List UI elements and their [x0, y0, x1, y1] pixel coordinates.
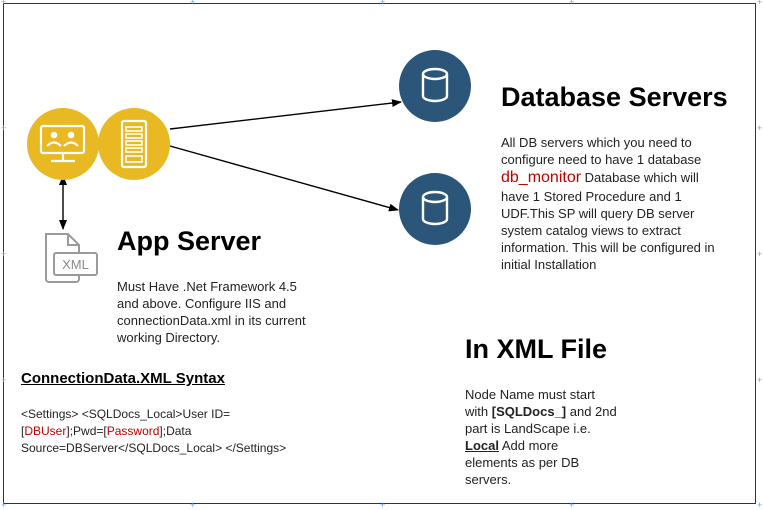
app-desc-line: and above. Configure IIS and	[117, 296, 287, 311]
database-servers-title: Database Servers	[501, 82, 728, 112]
xml-desc-line: Node Name must start	[465, 387, 596, 402]
syntax-title: ConnectionData.XML Syntax	[21, 370, 225, 387]
selection-handle: +	[757, 0, 763, 7]
xml-file-label: XML	[62, 257, 89, 272]
selection-handle: +	[1, 123, 7, 133]
db-desc-line: UDF.This SP will query DB server	[501, 206, 695, 221]
selection-handle: +	[380, 500, 386, 510]
syntax-body: <Settings> <SQLDocs_Local>User ID= [DBUs…	[21, 406, 341, 457]
selection-handle: +	[380, 0, 386, 7]
xml-desc-line: Local Add more	[465, 438, 559, 453]
selection-handle: +	[757, 123, 763, 133]
syntax-line: [DBUser];Pwd=[Password];Data	[21, 424, 192, 438]
selection-handle: +	[1, 375, 7, 385]
selection-handle: +	[190, 0, 196, 7]
arrow-app-to-db1	[169, 99, 402, 130]
syntax-dbuser: DBUser	[24, 424, 67, 438]
db-desc-line: system catalog views to extract	[501, 223, 681, 238]
selection-handle: +	[569, 500, 575, 510]
xml-file-title: In XML File	[465, 334, 608, 364]
app-desc-line: Must Have .Net Framework 4.5	[117, 279, 297, 294]
database-servers-description: All DB servers which you need to configu…	[501, 134, 751, 273]
xml-local-keyword: Local	[465, 438, 499, 453]
app-desc-line: connectionData.xml in its current	[117, 313, 306, 328]
db-desc-line: All DB servers which you need to	[501, 135, 692, 150]
db-desc-line: db_monitor Database which will	[501, 169, 699, 186]
xml-file-icon: XML	[45, 233, 98, 283]
xml-desc-line: elements as per DB	[465, 455, 580, 470]
selection-handle: +	[1, 249, 7, 259]
xml-desc-line: part is LandScape i.e.	[465, 421, 591, 436]
selection-handle: +	[757, 375, 763, 385]
selection-handle: +	[757, 500, 763, 510]
diagram-frame	[3, 3, 756, 504]
database-2-icon	[399, 173, 471, 245]
app-desc-line: working Directory.	[117, 330, 221, 345]
app-server-description: Must Have .Net Framework 4.5 and above. …	[117, 278, 347, 346]
arrow-app-to-db2	[169, 145, 399, 212]
selection-handle: +	[757, 249, 763, 259]
xml-desc-line: with [SQLDocs_] and 2nd	[465, 404, 617, 419]
selection-handle: +	[190, 500, 196, 510]
xml-file-description: Node Name must start with [SQLDocs_] and…	[465, 386, 665, 488]
db-desc-line: configure need to have 1 database	[501, 152, 702, 167]
syntax-line: <Settings> <SQLDocs_Local>User ID=	[21, 407, 231, 421]
xml-sqldocs-prefix: [SQLDocs_]	[491, 404, 567, 419]
selection-handle: +	[569, 0, 575, 7]
xml-desc-line: servers.	[465, 472, 512, 487]
db-desc-line: initial Installation	[501, 257, 597, 272]
db-monitor-name: db_monitor	[501, 169, 582, 186]
syntax-password: Password	[106, 424, 160, 438]
db-desc-line: information. This will be configured in	[501, 240, 715, 255]
database-1-icon	[399, 50, 471, 122]
db-desc-line: have 1 Stored Procedure and 1	[501, 189, 682, 204]
syntax-line: Source=DBServer</SQLDocs_Local> </Settin…	[21, 441, 287, 455]
app-server-title: App Server	[117, 226, 262, 256]
app-users-icon	[27, 108, 99, 180]
selection-handle: +	[1, 500, 7, 510]
selection-handle: +	[1, 0, 7, 7]
app-server-icon	[98, 108, 170, 180]
